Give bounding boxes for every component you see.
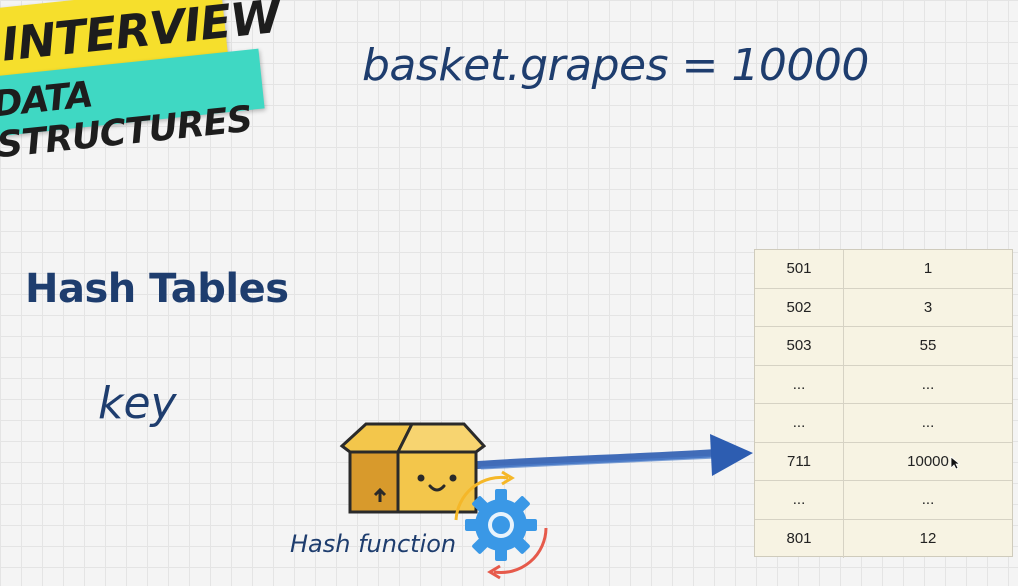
table-key-cell: 711 bbox=[755, 442, 844, 480]
table-row: 711 10000 bbox=[755, 442, 1012, 481]
table-row: 502 3 bbox=[755, 288, 1012, 327]
table-value-cell: 10000 bbox=[907, 452, 949, 470]
table-key-cell: 501 bbox=[755, 250, 844, 288]
table-key-cell: ... bbox=[755, 481, 844, 519]
code-title: basket.grapes = 10000 bbox=[362, 40, 869, 91]
table-row: ... ... bbox=[755, 404, 1012, 443]
table-value-cell: ... bbox=[921, 414, 935, 432]
key-label: key bbox=[98, 378, 177, 429]
table-value-cell: 1 bbox=[923, 260, 933, 278]
table-key-cell: 801 bbox=[755, 519, 844, 558]
table-value-cell: 3 bbox=[923, 298, 933, 316]
cursor-icon bbox=[950, 456, 960, 470]
table-key-cell: 502 bbox=[755, 288, 844, 326]
table-key-cell: ... bbox=[755, 404, 844, 442]
table-value-cell: 55 bbox=[919, 337, 937, 355]
arrow-icon bbox=[474, 434, 753, 476]
table-value-cell: 12 bbox=[919, 530, 937, 548]
table-row: ... ... bbox=[755, 481, 1012, 520]
table-row: 501 1 bbox=[755, 250, 1012, 289]
table-key-cell: 503 bbox=[755, 327, 844, 365]
hash-table: 501 1 502 3 503 55 ... ... ... ... 711 1… bbox=[754, 249, 1013, 558]
table-row: 801 12 bbox=[755, 519, 1012, 558]
table-key-cell: ... bbox=[755, 365, 844, 403]
table-value-cell: ... bbox=[921, 491, 935, 509]
table-row: 503 55 bbox=[755, 327, 1012, 366]
course-badge: INTERVIEW DATA STRUCTURES bbox=[0, 0, 283, 170]
table-row: ... ... bbox=[755, 365, 1012, 404]
table-value-cell: ... bbox=[921, 375, 935, 393]
section-title: Hash Tables bbox=[25, 266, 289, 312]
box-face-icon bbox=[339, 422, 486, 514]
badge-line-2: DATA STRUCTURES bbox=[0, 74, 254, 167]
hash-function-label: Hash function bbox=[290, 530, 457, 558]
gear-icon bbox=[454, 470, 548, 580]
